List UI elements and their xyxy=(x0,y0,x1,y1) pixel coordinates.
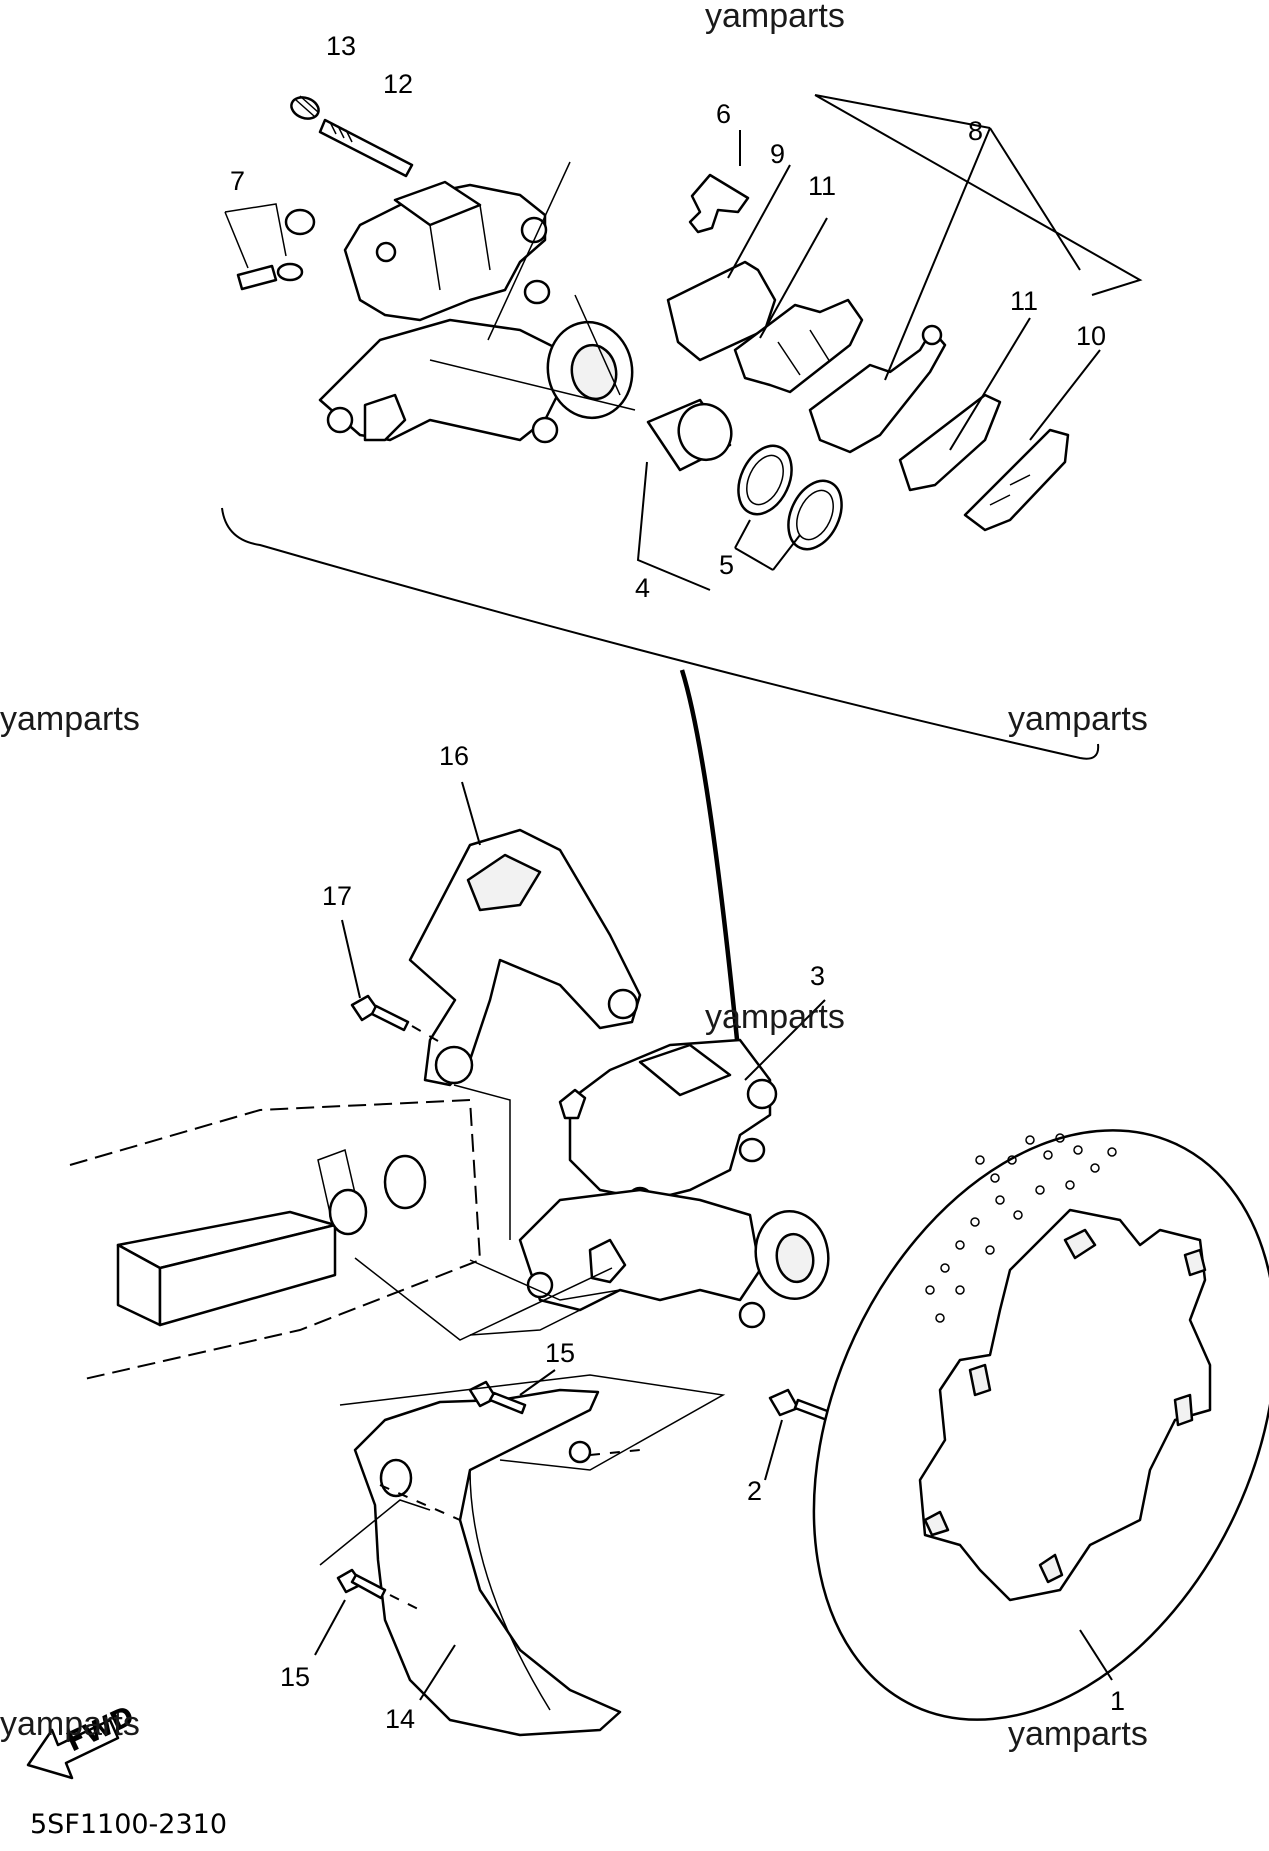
part-17-bolt xyxy=(350,994,446,1046)
callout-16: 16 xyxy=(439,741,469,771)
part-11-pad-a xyxy=(733,298,864,394)
callout-1: 1 xyxy=(1110,1686,1125,1716)
callout-5: 5 xyxy=(719,550,734,580)
diagram-code: 5SF1100-2310 xyxy=(30,1809,227,1840)
part-6-clip xyxy=(688,173,750,234)
swingarm-assembly: FWD xyxy=(26,781,1269,1780)
part-1-brake-disc xyxy=(812,1129,1269,1721)
callout-11-b: 11 xyxy=(1010,286,1038,316)
watermark-mid-left: yamparts xyxy=(0,700,140,738)
callout-15-a: 15 xyxy=(545,1338,575,1368)
part-16-guard-bracket xyxy=(408,828,642,1087)
callout-11-a: 11 xyxy=(808,171,836,201)
part-4-piston xyxy=(646,398,733,472)
callout-12: 12 xyxy=(383,69,413,99)
callout-17: 17 xyxy=(322,881,352,911)
part-12-pin xyxy=(318,118,414,178)
part-11-pad-c xyxy=(898,393,1002,492)
callout-7: 7 xyxy=(230,166,245,196)
callout-6: 6 xyxy=(716,99,731,129)
watermark-center: yamparts xyxy=(705,998,845,1036)
part-15-bolt-b xyxy=(336,1568,421,1611)
watermarks: yamparts yamparts yamparts yamparts yamp… xyxy=(0,0,1148,1753)
callout-labels: 13 12 7 6 9 11 8 11 10 4 5 16 17 3 15 2 … xyxy=(230,31,1125,1734)
watermark-mid-right: yamparts xyxy=(1008,700,1148,738)
part-14-disc-guard xyxy=(353,1388,622,1737)
caliper-exploded-group xyxy=(221,94,1143,1071)
part-13-cap xyxy=(290,95,320,120)
callout-10: 10 xyxy=(1076,321,1106,351)
part-15-bolt-a xyxy=(468,1380,527,1415)
part-7-bleeder xyxy=(224,203,316,291)
callout-4: 4 xyxy=(635,573,650,603)
watermark-top: yamparts xyxy=(705,0,845,35)
callout-13: 13 xyxy=(326,31,356,61)
watermark-bottom-left: yamparts xyxy=(0,1705,140,1743)
part-5-seals xyxy=(737,444,843,551)
caliper-body-top xyxy=(318,180,634,444)
watermark-bottom-right: yamparts xyxy=(1008,1715,1148,1753)
callout-8: 8 xyxy=(968,116,983,146)
callout-3: 3 xyxy=(810,961,825,991)
part-8-pad-b xyxy=(808,324,947,454)
callout-14: 14 xyxy=(385,1704,415,1734)
callout-15-b: 15 xyxy=(280,1662,310,1692)
callout-9: 9 xyxy=(770,139,785,169)
callout-2: 2 xyxy=(747,1476,762,1506)
part-9-shim xyxy=(666,260,777,362)
part-10-shim xyxy=(963,428,1070,532)
part-3-caliper xyxy=(518,1038,830,1329)
